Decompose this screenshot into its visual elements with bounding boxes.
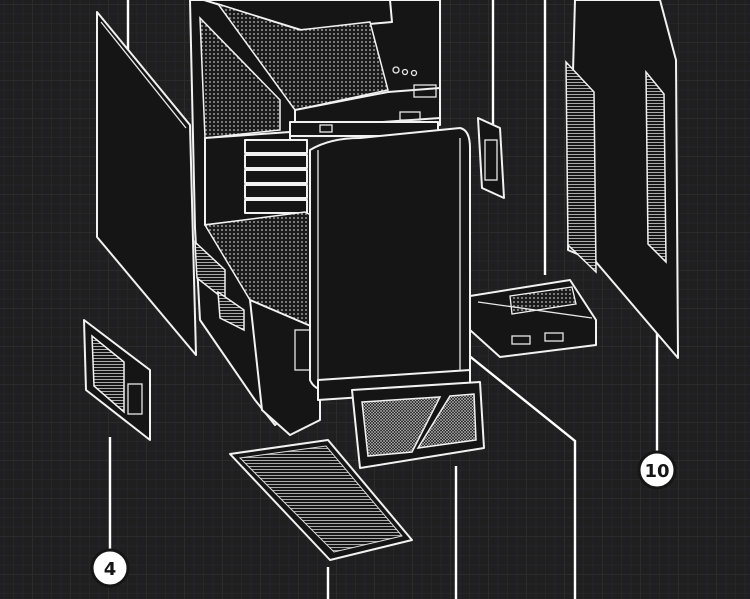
front-grille: [351, 381, 485, 469]
left-side-panel: [96, 11, 197, 356]
expansion-slots: [244, 139, 308, 214]
callout-badge-10: 10: [637, 450, 677, 490]
callout-badge-4: 4: [90, 548, 130, 588]
callout-label-10: 10: [644, 461, 669, 482]
callout-label-4: 4: [104, 559, 117, 580]
chassis-frame: [189, 0, 441, 436]
front-panel: [309, 127, 471, 401]
rear-bracket: [477, 117, 505, 199]
right-side-panel: [565, 0, 679, 359]
bottom-dust-filter: [229, 439, 413, 561]
leader-line-front-panel: [451, 341, 577, 599]
psu-shroud: [469, 279, 597, 358]
side-dust-filter: [83, 319, 151, 441]
